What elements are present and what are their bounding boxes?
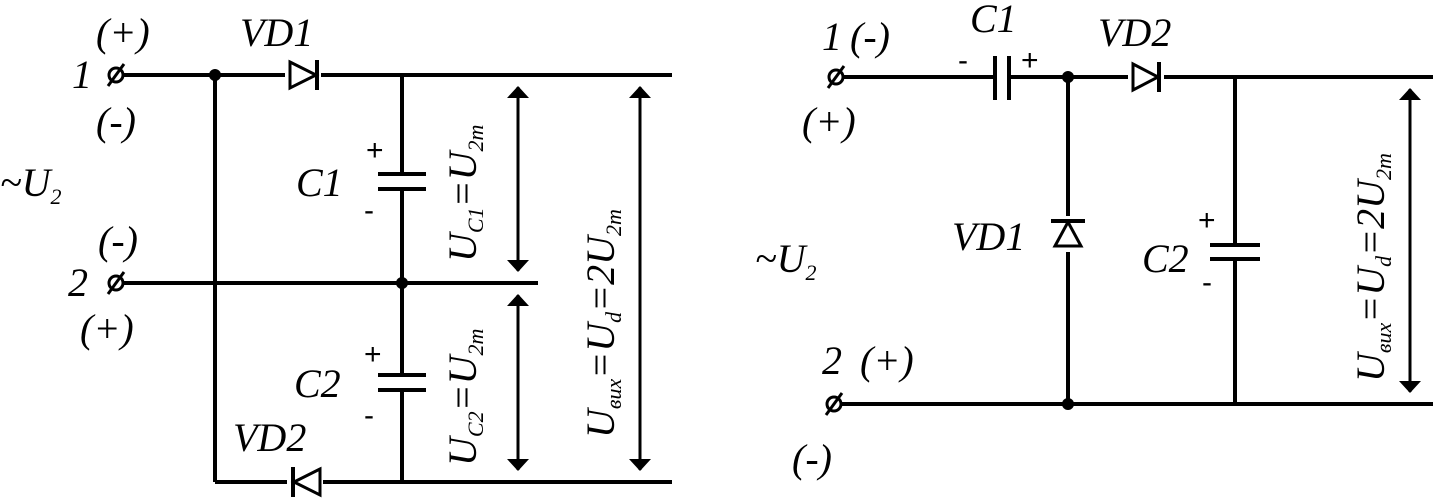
c1-minus-sign: - xyxy=(958,44,968,77)
terminal-2-polarity-top: (+) xyxy=(860,338,914,383)
uout-label: Uвих=Ud=2U2m xyxy=(578,209,626,438)
terminal-1-label: 1 xyxy=(822,14,842,59)
left-circuit: 1 (+) (-) 2 (-) (+) ~U2 VD1 VD2 C1 + - C… xyxy=(0,10,672,498)
c2-label: C2 xyxy=(294,361,341,406)
c1-capacitor xyxy=(378,172,428,191)
vd2-diode xyxy=(1128,61,1164,93)
c1-plus-sign: + xyxy=(1021,44,1039,77)
c2-minus-sign: - xyxy=(1202,266,1212,299)
junction-dot xyxy=(1062,398,1074,410)
vd1-diode xyxy=(1051,216,1085,252)
source-voltage-label: ~U2 xyxy=(755,236,817,285)
terminal-1 xyxy=(826,65,846,89)
terminal-1-polarity-top: (+) xyxy=(96,10,150,55)
terminal-2-label: 2 xyxy=(68,260,88,305)
c2-label: C2 xyxy=(1142,236,1189,281)
terminal-2-polarity-bottom: (-) xyxy=(792,436,832,481)
c1-label: C1 xyxy=(970,0,1017,41)
terminal-1-polarity-bottom: (+) xyxy=(802,99,856,144)
right-circuit: 1 (-) (+) 2 (+) (-) ~U2 C1 - + VD2 VD1 C… xyxy=(755,0,1433,481)
vd2-label: VD2 xyxy=(1098,10,1171,55)
terminal-1-polarity-top: (-) xyxy=(850,14,890,59)
uc1-label: UC1=U2m xyxy=(440,125,488,262)
vd2-diode xyxy=(287,466,323,498)
uout-label: Uвих=Ud=2U2m xyxy=(1348,153,1396,382)
vd1-label: VD1 xyxy=(952,214,1025,259)
c2-capacitor xyxy=(378,373,428,392)
terminal-2-label: 2 xyxy=(822,338,842,383)
vd1-diode xyxy=(285,59,321,91)
c2-capacitor xyxy=(1210,243,1262,261)
c1-minus-sign: - xyxy=(364,194,374,227)
c2-minus-sign: - xyxy=(364,399,374,432)
junction-dot xyxy=(1062,71,1074,83)
uc2-label: UC2=U2m xyxy=(440,329,488,466)
vd2-label: VD2 xyxy=(233,415,306,460)
terminal-2 xyxy=(106,271,126,295)
terminal-2-polarity-top: (-) xyxy=(98,218,138,263)
source-voltage-label: ~U2 xyxy=(0,160,62,209)
terminal-1-label: 1 xyxy=(72,52,92,97)
terminal-2-polarity-bottom: (+) xyxy=(80,306,134,351)
c1-capacitor xyxy=(993,56,1011,102)
junction-dot xyxy=(396,277,408,289)
terminal-1 xyxy=(106,63,126,87)
c2-plus-sign: + xyxy=(364,338,382,371)
junction-dot xyxy=(209,69,221,81)
c2-plus-sign: + xyxy=(1198,204,1216,237)
terminal-2 xyxy=(824,392,844,416)
terminal-1-polarity-bottom: (-) xyxy=(96,99,136,144)
c1-plus-sign: + xyxy=(366,134,384,167)
vd1-label: VD1 xyxy=(240,10,313,55)
c1-label: C1 xyxy=(296,160,343,205)
